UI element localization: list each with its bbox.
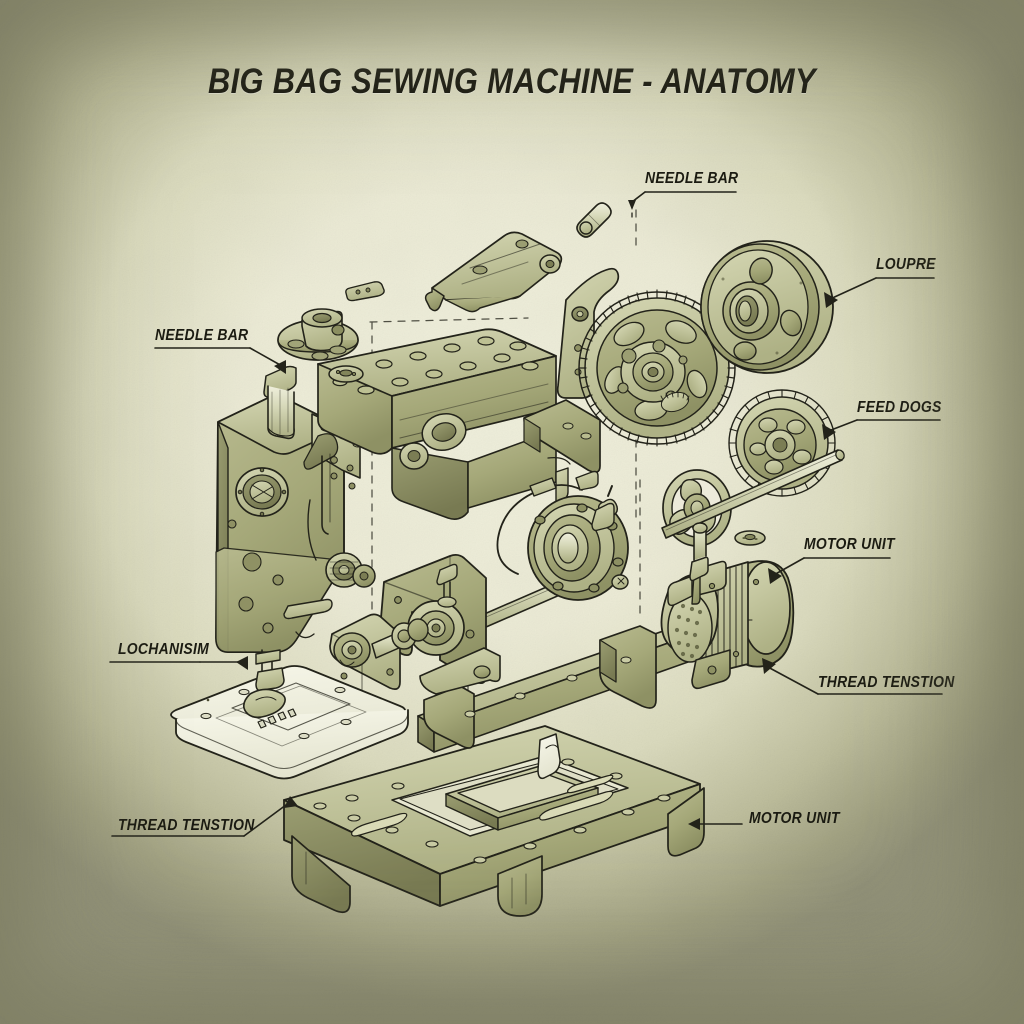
page-title: BIG BAG SEWING MACHINE - ANATOMY [208,62,816,101]
bearing-housing [527,485,629,601]
flywheel-pulley [700,240,834,374]
callout-label-feed-dogs: FEED DOGS [857,399,942,416]
callout-label-loupre: LOUPRE [876,256,936,273]
needle-plate [170,665,409,780]
needle-bar-post [263,365,297,440]
callout-label-lochanisim: LOCHANISIM [118,641,210,658]
callout-label-thread-tenstion-right: THREAD TENSTION [818,674,955,691]
callout-label-needle-bar-left: NEEDLE BAR [155,327,249,344]
large-drive-gear [578,289,736,447]
base-frame [283,725,705,917]
callout-label-thread-tenstion-left: THREAD TENSTION [118,817,255,834]
callout-label-motor-unit-bottom: MOTOR UNIT [749,810,840,827]
callout-leaders [109,191,943,837]
motor-unit [660,522,795,690]
arm-pulley [399,412,467,470]
tension-knob [325,552,376,588]
callout-label-needle-bar-top: NEEDLE BAR [645,170,739,187]
small-bearing-assembly [329,613,429,691]
callout-label-motor-unit-right: MOTOR UNIT [804,536,895,553]
handwheel [662,469,732,547]
tension-cable [496,470,615,575]
top-arm-cover [317,328,601,520]
flange-spool-post [277,281,385,383]
washers [734,530,766,546]
link-arm [424,231,563,313]
secondary-gear [728,389,836,497]
pillow-block [379,553,501,695]
needle-bar-pin [576,202,612,238]
needle-bar-assembly [242,649,286,719]
